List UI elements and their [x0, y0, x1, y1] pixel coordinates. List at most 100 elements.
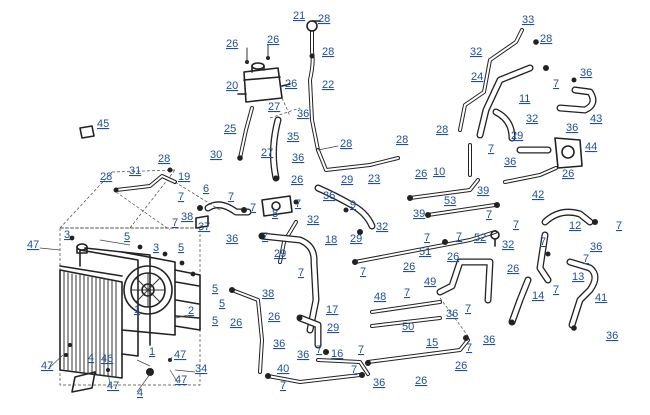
part-callout-38[interactable]: 38 — [181, 211, 193, 223]
part-callout-7[interactable]: 7 — [486, 209, 492, 221]
part-callout-3[interactable]: 3 — [64, 229, 70, 241]
part-callout-2[interactable]: 2 — [188, 305, 194, 317]
part-callout-5[interactable]: 5 — [212, 315, 218, 327]
part-callout-23[interactable]: 23 — [368, 173, 380, 185]
part-callout-36[interactable]: 36 — [446, 308, 458, 320]
part-callout-15[interactable]: 15 — [426, 337, 438, 349]
part-callout-7[interactable]: 7 — [351, 364, 357, 376]
part-callout-36[interactable]: 36 — [483, 334, 495, 346]
part-callout-28[interactable]: 28 — [158, 153, 170, 165]
part-callout-47[interactable]: 47 — [41, 360, 53, 372]
part-callout-36[interactable]: 36 — [580, 67, 592, 79]
part-callout-4[interactable]: 4 — [137, 387, 143, 399]
part-callout-26[interactable]: 26 — [415, 168, 427, 180]
part-callout-36[interactable]: 36 — [373, 377, 385, 389]
part-callout-8[interactable]: 8 — [272, 208, 278, 220]
part-callout-26[interactable]: 26 — [447, 251, 459, 263]
part-callout-7[interactable]: 7 — [295, 198, 301, 210]
part-callout-7[interactable]: 7 — [280, 380, 286, 392]
part-callout-7[interactable]: 7 — [513, 219, 519, 231]
part-callout-11[interactable]: 11 — [519, 93, 530, 105]
part-callout-29[interactable]: 29 — [350, 233, 362, 245]
part-callout-26[interactable]: 26 — [226, 38, 238, 50]
part-callout-7[interactable]: 7 — [553, 78, 559, 90]
part-callout-32[interactable]: 32 — [502, 239, 514, 251]
part-callout-26[interactable]: 26 — [507, 263, 519, 275]
part-callout-46[interactable]: 46 — [101, 353, 113, 365]
part-callout-4[interactable]: 4 — [88, 352, 94, 364]
part-callout-37[interactable]: 37 — [198, 221, 210, 233]
part-callout-7[interactable]: 7 — [250, 202, 256, 214]
part-callout-26[interactable]: 26 — [285, 78, 297, 90]
part-callout-7[interactable]: 7 — [488, 143, 494, 155]
part-callout-36[interactable]: 36 — [292, 152, 304, 164]
part-callout-28[interactable]: 28 — [340, 138, 352, 150]
part-callout-36[interactable]: 36 — [323, 190, 335, 202]
part-callout-13[interactable]: 13 — [572, 271, 584, 283]
part-callout-10[interactable]: 10 — [433, 166, 445, 178]
part-callout-7[interactable]: 7 — [316, 344, 322, 356]
part-callout-29[interactable]: 29 — [341, 174, 353, 186]
part-callout-5[interactable]: 5 — [219, 298, 225, 310]
part-callout-36[interactable]: 36 — [606, 330, 618, 342]
part-callout-52[interactable]: 52 — [474, 232, 486, 244]
part-callout-36[interactable]: 36 — [226, 233, 238, 245]
part-callout-26[interactable]: 26 — [268, 311, 280, 323]
part-callout-7[interactable]: 7 — [358, 344, 364, 356]
part-callout-50[interactable]: 50 — [402, 321, 414, 333]
part-callout-27[interactable]: 27 — [268, 101, 280, 113]
part-callout-21[interactable]: 21 — [293, 10, 305, 22]
part-callout-7[interactable]: 7 — [298, 267, 304, 279]
part-callout-26[interactable]: 26 — [562, 168, 574, 180]
part-callout-47[interactable]: 47 — [174, 349, 186, 361]
part-callout-7[interactable]: 7 — [456, 231, 462, 243]
part-callout-28[interactable]: 28 — [322, 46, 334, 58]
part-callout-47[interactable]: 47 — [27, 239, 39, 251]
part-callout-28[interactable]: 28 — [436, 124, 448, 136]
part-callout-7[interactable]: 7 — [583, 253, 589, 265]
part-callout-47[interactable]: 47 — [107, 380, 119, 392]
part-callout-44[interactable]: 44 — [585, 141, 597, 153]
part-callout-43[interactable]: 43 — [590, 113, 602, 125]
part-callout-36[interactable]: 36 — [566, 122, 578, 134]
part-callout-26[interactable]: 26 — [291, 174, 303, 186]
part-callout-42[interactable]: 42 — [532, 189, 544, 201]
part-callout-7[interactable]: 7 — [424, 232, 430, 244]
part-callout-1[interactable]: 1 — [149, 346, 155, 358]
part-callout-7[interactable]: 7 — [404, 287, 410, 299]
part-callout-22[interactable]: 22 — [322, 79, 334, 91]
part-callout-53[interactable]: 53 — [444, 195, 456, 207]
part-callout-41[interactable]: 41 — [595, 292, 607, 304]
part-callout-29[interactable]: 29 — [274, 248, 286, 260]
part-callout-38[interactable]: 38 — [262, 288, 274, 300]
part-callout-17[interactable]: 17 — [326, 304, 338, 316]
part-callout-12[interactable]: 12 — [569, 220, 581, 232]
part-callout-32[interactable]: 32 — [376, 221, 388, 233]
part-callout-28[interactable]: 28 — [100, 171, 112, 183]
part-callout-27[interactable]: 27 — [261, 147, 273, 159]
part-callout-16[interactable]: 16 — [331, 348, 343, 360]
part-callout-25[interactable]: 25 — [224, 123, 236, 135]
part-callout-7[interactable]: 7 — [178, 191, 184, 203]
part-callout-5[interactable]: 5 — [124, 231, 130, 243]
part-callout-28[interactable]: 28 — [396, 134, 408, 146]
part-callout-26[interactable]: 26 — [415, 375, 427, 387]
part-callout-32[interactable]: 32 — [526, 113, 538, 125]
part-callout-51[interactable]: 51 — [419, 246, 431, 258]
part-callout-34[interactable]: 34 — [195, 363, 207, 375]
part-callout-40[interactable]: 40 — [277, 363, 289, 375]
part-callout-6[interactable]: 6 — [203, 183, 209, 195]
part-callout-33[interactable]: 33 — [522, 14, 534, 26]
part-callout-7[interactable]: 7 — [465, 303, 471, 315]
part-callout-36[interactable]: 36 — [590, 241, 602, 253]
part-callout-26[interactable]: 26 — [267, 34, 279, 46]
part-callout-29[interactable]: 29 — [327, 322, 339, 334]
part-callout-32[interactable]: 32 — [307, 214, 319, 226]
part-callout-7[interactable]: 7 — [466, 342, 472, 354]
part-callout-3[interactable]: 3 — [153, 242, 159, 254]
part-callout-48[interactable]: 48 — [374, 291, 386, 303]
part-callout-26[interactable]: 26 — [230, 317, 242, 329]
part-callout-45[interactable]: 45 — [97, 118, 109, 130]
part-callout-28[interactable]: 28 — [540, 33, 552, 45]
part-callout-28[interactable]: 28 — [318, 13, 330, 25]
